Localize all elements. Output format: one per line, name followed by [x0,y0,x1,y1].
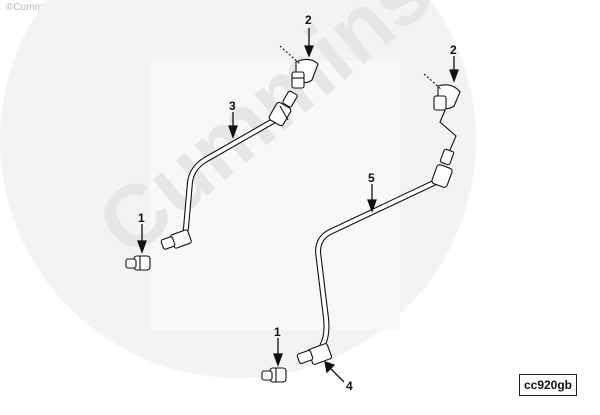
tube-5-bottom-fitting [296,343,333,365]
copyright-text: ©Cummins Inc [6,2,72,13]
left-tube-assembly [125,45,319,271]
tube-3-bottom-fitting [160,229,192,250]
callout-4: 4 [346,379,353,393]
callout-2-right: 2 [450,43,457,57]
callout-2-left: 2 [305,13,312,27]
flex-link [439,107,457,151]
adapter-fitting-right [261,367,287,383]
right-tube-assembly [261,73,461,383]
elbow-connector-right [423,73,461,111]
elbow-connector-left [279,45,319,89]
tube-5-top-fitting [431,148,455,188]
callout-1-right: 1 [274,325,281,339]
cummins-watermark-logo: Cummins [0,0,476,378]
adapter-fitting-left [125,255,151,271]
tube-3-top-fitting [268,90,298,127]
callout-1-left: 1 [138,211,145,225]
callout-3: 3 [229,99,236,113]
callout-arrows [137,28,459,383]
reference-code-label: cc920gb [519,374,577,396]
callout-5: 5 [368,171,375,185]
